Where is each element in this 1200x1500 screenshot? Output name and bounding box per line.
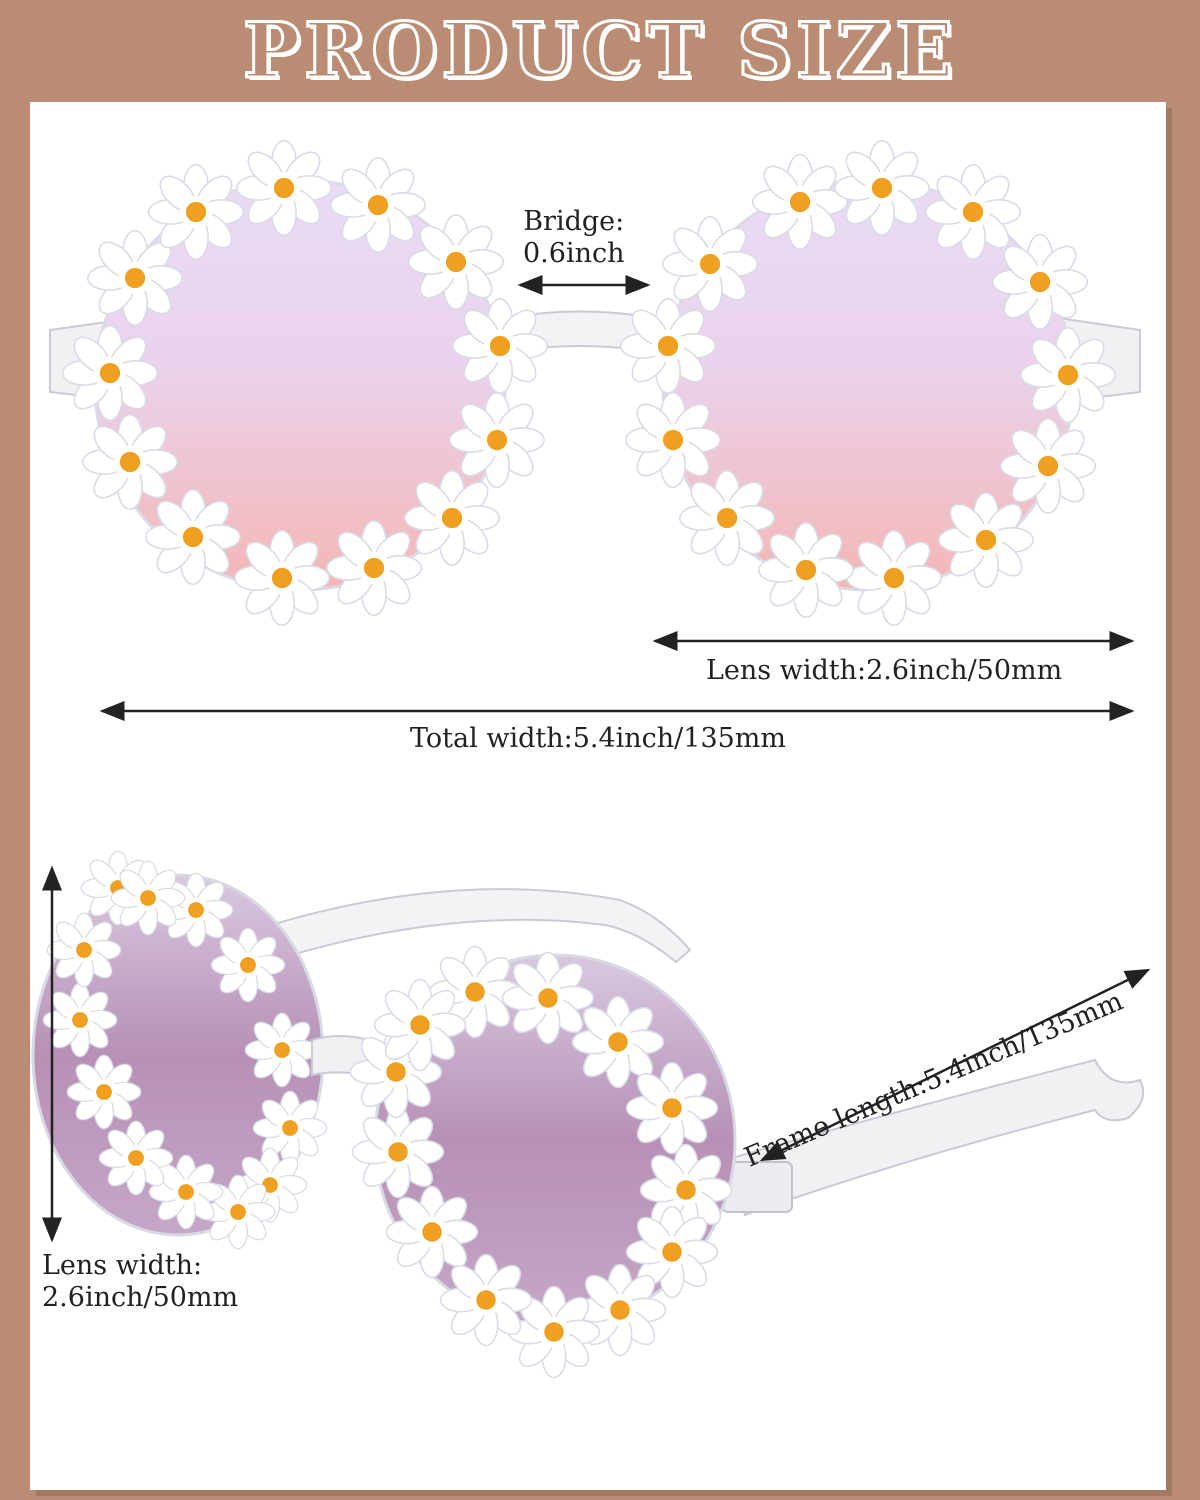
- lens-width-label-top: Lens width:2.6inch/50mm: [706, 655, 1063, 686]
- front-view-glasses: [49, 139, 1141, 627]
- lens-width-side-value: 2.6inch/50mm: [42, 1282, 239, 1314]
- page-title: PRODUCT SIZE: [241, 4, 958, 96]
- back-temple: [253, 888, 692, 964]
- lens-width-side-title: Lens width:: [42, 1250, 203, 1281]
- frame-length-arrow: [759, 968, 1151, 1162]
- bridge-label-title: Bridge:: [523, 206, 625, 237]
- total-width-label: Total width:5.4inch/135mm: [410, 723, 787, 754]
- lens-width-label-side: Lens width: 2.6inch/50mm: [42, 1250, 238, 1315]
- bridge-dimension-label: Bridge: 0.6inch: [523, 206, 624, 271]
- bridge-label-value: 0.6inch: [523, 238, 625, 270]
- title-bar: PRODUCT SIZE: [0, 0, 1200, 100]
